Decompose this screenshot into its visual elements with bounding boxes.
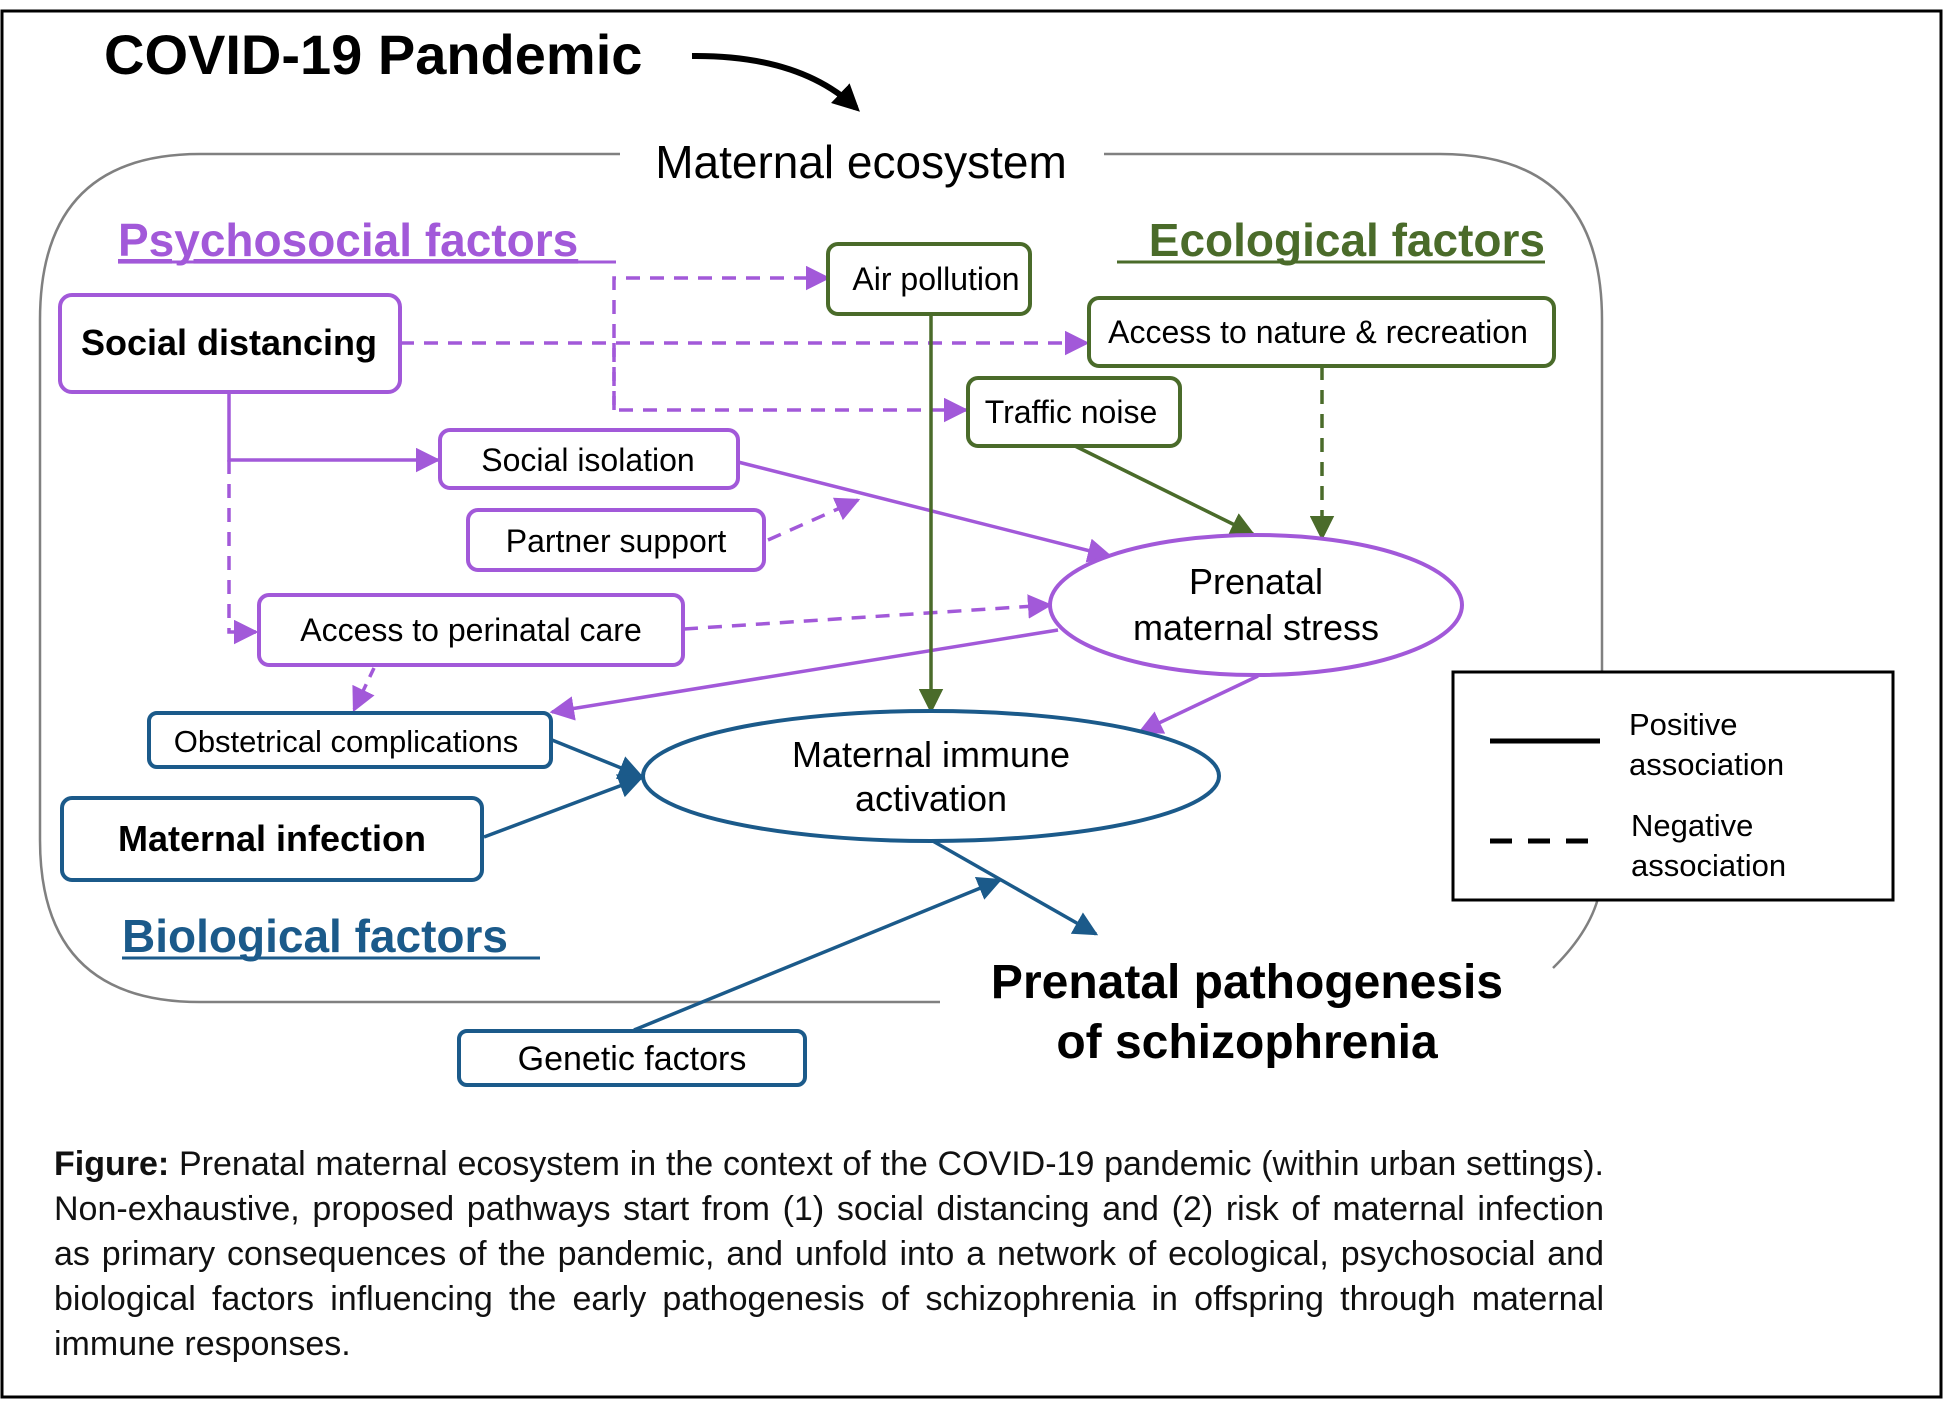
air-pollution-label: Air pollution (852, 261, 1019, 297)
node-access-perinatal: Access to perinatal care (257, 593, 685, 667)
edge-stress-mia (1137, 674, 1259, 734)
diagram-title: COVID-19 Pandemic (104, 23, 642, 86)
edge-genetic-pathway (633, 877, 1003, 1032)
legend-positive-line2: association (1629, 747, 1784, 782)
node-social-isolation: Social isolation (438, 428, 740, 490)
edge-distancing-airpollution (612, 265, 831, 410)
figure-border (0, 9, 1943, 1399)
edge-perinatal-obstetrical (352, 667, 376, 713)
legend-positive-line1: Positive (1629, 707, 1738, 742)
outcome-line2: of schizophrenia (1056, 1016, 1438, 1069)
outcome-line1: Prenatal pathogenesis (991, 956, 1503, 1009)
ecosystem-boundary (38, 152, 940, 1004)
obstetrical-label: Obstetrical complications (174, 724, 519, 759)
edge-distancing-isolation (227, 392, 441, 473)
edge-isolation-stress (737, 460, 1113, 563)
legend: Positive association Negative associatio… (1451, 670, 1895, 902)
prenatal-stress-line1: Prenatal (1189, 561, 1323, 602)
biological-heading: Biological factors (122, 910, 508, 962)
legend-negative-line2: association (1631, 848, 1786, 883)
legend-negative-line1: Negative (1631, 808, 1753, 843)
edge-stress-obstetrical (549, 628, 1059, 721)
node-air-pollution: Air pollution (826, 242, 1032, 316)
caption-text: Prenatal maternal ecosystem in the conte… (54, 1145, 1604, 1363)
node-prenatal-stress: Prenatal maternal stress (1048, 533, 1464, 677)
node-partner-support: Partner support (466, 508, 766, 572)
node-obstetrical: Obstetrical complications (147, 711, 553, 769)
edge-partner-support (767, 497, 861, 542)
prenatal-stress-line2: maternal stress (1133, 607, 1379, 648)
node-social-distancing: Social distancing (58, 293, 402, 394)
social-isolation-label: Social isolation (481, 442, 694, 478)
access-nature-label: Access to nature & recreation (1108, 314, 1528, 350)
maternal-infection-label: Maternal infection (118, 818, 426, 859)
ecological-heading: Ecological factors (1149, 214, 1545, 266)
social-distancing-label: Social distancing (81, 322, 377, 363)
genetic-factors-label: Genetic factors (518, 1040, 747, 1078)
caption-label: Figure: (54, 1145, 170, 1183)
edge-distancing-traffic (612, 343, 969, 423)
edge-mia-outcome (930, 838, 1099, 936)
pandemic-arrow (691, 52, 860, 112)
edge-infection-mia (483, 774, 644, 839)
ecosystem-label: Maternal ecosystem (655, 136, 1067, 188)
node-maternal-immune-activation: Maternal immune activation (641, 709, 1221, 843)
figure-caption: Figure: Prenatal maternal ecosystem in t… (54, 1142, 1604, 1367)
edge-obstetrical-mia (551, 738, 644, 780)
ecosystem-boundary-right (1104, 152, 1604, 969)
edge-distancing-perinatal (227, 460, 259, 645)
node-traffic-noise: Traffic noise (966, 376, 1182, 448)
access-perinatal-label: Access to perinatal care (300, 612, 642, 648)
mia-line2: activation (855, 778, 1007, 819)
traffic-noise-label: Traffic noise (985, 394, 1158, 430)
edge-traffic-stress (1074, 444, 1256, 536)
edge-perinatal-stress (683, 594, 1053, 631)
node-genetic-factors: Genetic factors (457, 1029, 807, 1087)
partner-support-label: Partner support (506, 523, 727, 559)
mia-line1: Maternal immune (792, 734, 1070, 775)
psychosocial-heading: Psychosocial factors (118, 214, 578, 266)
node-access-nature: Access to nature & recreation (1087, 296, 1556, 368)
node-maternal-infection: Maternal infection (60, 796, 484, 882)
